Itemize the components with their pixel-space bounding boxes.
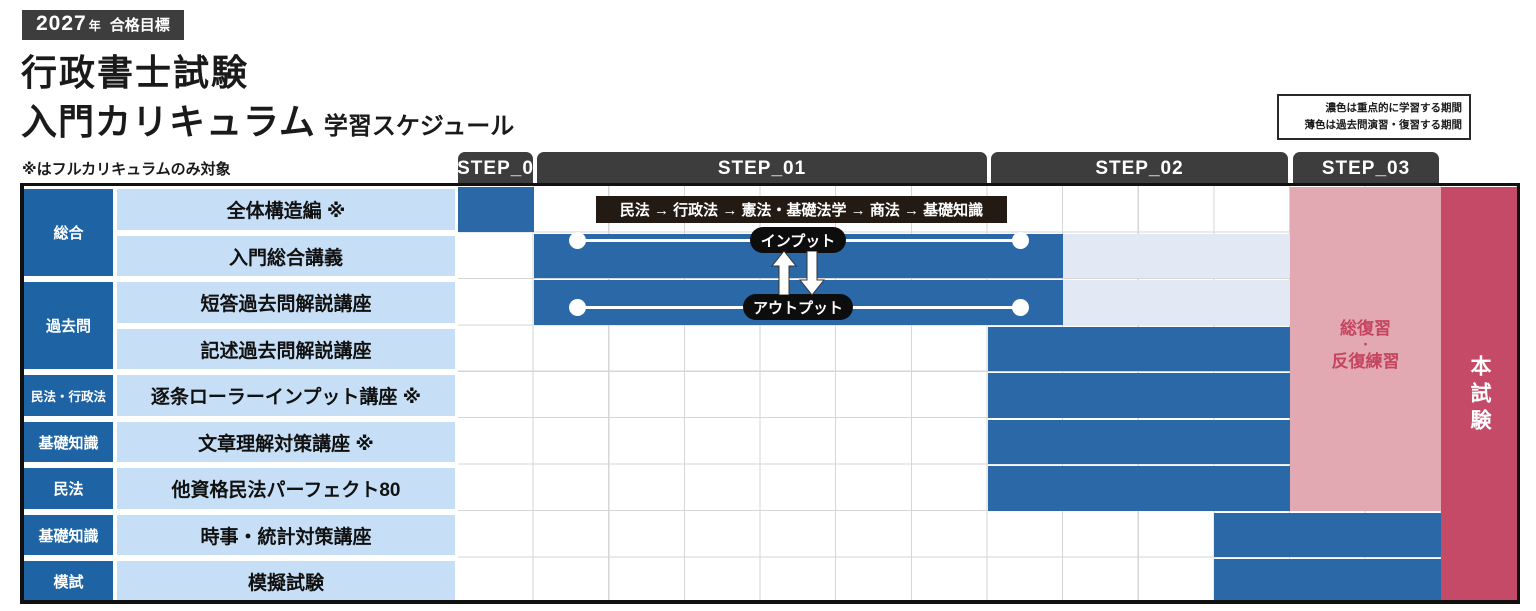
output-label-pill: アウトプット (743, 294, 853, 320)
bar-zentai-kouzou (458, 187, 534, 232)
category-minpou: 民法 (24, 468, 113, 509)
step-tab-2: STEP_02 (991, 152, 1288, 185)
bar-bunshou-rikai (988, 420, 1290, 464)
badge-year: 2027 (36, 12, 87, 35)
input-output-arrows-icon (770, 251, 826, 295)
course-row-5: 文章理解対策講座 ※ (117, 422, 455, 462)
badge-goal: 合格目標 (109, 17, 170, 34)
course-row-4: 逐条ローラーインプット講座 ※ (117, 375, 455, 416)
bar-minpou-perfect80 (988, 466, 1290, 511)
input-span-end-dot (1012, 232, 1029, 249)
bar-mogi-shiken (1214, 559, 1441, 603)
category-kiso-chishiki-1: 基礎知識 (24, 422, 113, 462)
category-minpou-gyouseihou: 民法・行政法 (24, 375, 113, 416)
table-border-right (1517, 183, 1520, 604)
subject-order-banner: 民法 → 行政法 → 憲法・基礎法学 → 商法 → 基礎知識 (596, 196, 1007, 223)
step-tab-1: STEP_01 (537, 152, 987, 185)
subtitle-suffix: 学習スケジュール (323, 113, 515, 140)
category-sougou: 総合 (24, 189, 113, 276)
color-legend: 濃色は重点的に学習する期間 薄色は過去問演習・復習する期間 (1277, 94, 1471, 140)
final-exam-label: 本試験 (1468, 354, 1491, 436)
bar-jiji-toukei (1214, 513, 1441, 557)
badge-year-unit: 年 (88, 19, 101, 33)
page-title: 行政書士試験 (21, 52, 250, 93)
course-row-0: 全体構造編 ※ (117, 189, 455, 230)
legend-line-light: 薄色は過去問演習・復習する期間 (1304, 118, 1463, 131)
table-border-left (20, 183, 24, 604)
course-row-3: 記述過去問解説講座 (117, 329, 455, 369)
table-border-bottom (20, 600, 1520, 604)
course-row-7: 時事・統計対策講座 (117, 515, 455, 555)
input-span-start-dot (569, 232, 586, 249)
course-row-8: 模擬試験 (117, 561, 455, 601)
bar-chikujou-roller (988, 373, 1290, 418)
bar-tantou-kakomon-review (1063, 280, 1290, 325)
step3-review-line2: 反復練習 (1331, 352, 1400, 372)
category-kiso-chishiki-2: 基礎知識 (24, 515, 113, 555)
step-tab-0: STEP_0 (457, 152, 533, 185)
step3-review-line1: 総復習 (1340, 319, 1391, 338)
bar-nyuumon-sougou-review (1063, 234, 1290, 278)
output-span-end-dot (1012, 299, 1029, 316)
course-row-6: 他資格民法パーフェクト80 (117, 468, 455, 509)
step3-review-separator: ・ (1360, 339, 1371, 352)
category-moshi: 模試 (24, 561, 113, 601)
category-kakomon: 過去問 (24, 282, 113, 369)
step3-review-note: 総復習 ・ 反復練習 (1290, 318, 1441, 373)
final-exam-label-wrap: 本試験 (1441, 187, 1517, 603)
step-tab-3: STEP_03 (1293, 152, 1439, 185)
output-span-start-dot (569, 299, 586, 316)
input-label-pill: インプット (750, 227, 846, 253)
table-border-top (20, 183, 1520, 186)
page-subtitle: 入門カリキュラム学習スケジュール (21, 93, 514, 145)
step3-review-block (1290, 187, 1441, 511)
subtitle-main: 入門カリキュラム (21, 101, 316, 142)
legend-line-dark: 濃色は重点的に学習する期間 (1325, 102, 1463, 114)
asterisk-note: ※はフルカリキュラムのみ対象 (22, 161, 231, 178)
final-exam-block (1441, 187, 1517, 603)
course-row-1: 入門総合講義 (117, 236, 455, 276)
course-row-2: 短答過去問解説講座 (117, 282, 455, 323)
bar-kijutsu-kakomon (988, 327, 1290, 371)
